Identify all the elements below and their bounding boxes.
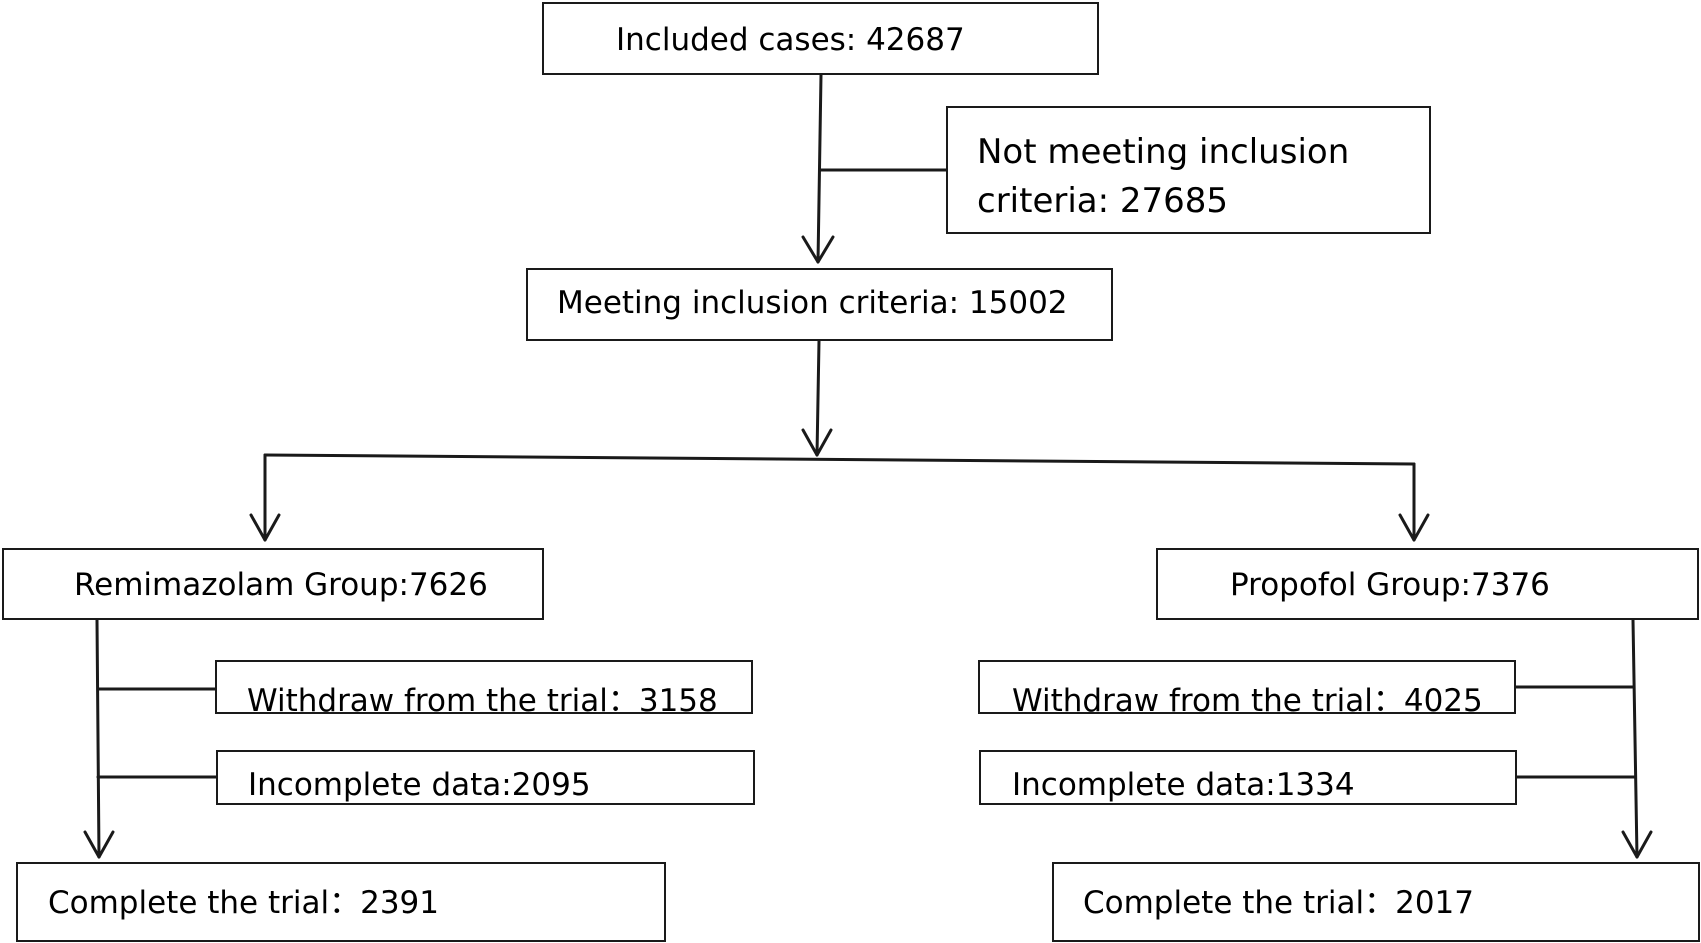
arrowhead-split [801,428,833,457]
connector-split-horizontal [263,453,1416,466]
connector-included-meeting [816,73,823,264]
not-meeting-label-line1: Not meeting inclusion [977,132,1350,172]
propofol-withdraw-label: Withdraw from the trial：4025 [1012,683,1483,714]
not-meeting-label-line2: criteria: 27685 [977,181,1229,222]
included-cases-label: Included cases: 42687 [616,22,965,58]
connector-meeting-split [815,339,821,457]
included-cases-box: Included cases: 42687 [542,2,1099,75]
arrowhead-propofol [1398,513,1430,542]
arrowhead-meeting [801,235,835,264]
propofol-incomplete-label: Incomplete data:1334 [1012,767,1355,803]
arrowhead-propofol-complete [1621,830,1653,859]
remimazolam-withdraw-box: Withdraw from the trial：3158 [215,660,753,714]
arrowhead-remimazolam-complete [83,830,115,859]
meeting-criteria-label: Meeting inclusion criteria: 15002 [557,285,1068,321]
remimazolam-complete-box: Complete the trial：2391 [16,862,666,942]
connector-remimazolam-complete [95,618,101,859]
propofol-group-box: Propofol Group:7376 [1156,548,1699,620]
remimazolam-incomplete-box: Incomplete data:2095 [216,750,755,805]
arrowhead-remimazolam [249,513,281,542]
not-meeting-criteria-box: Not meeting inclusion criteria: 27685 [946,106,1431,234]
propofol-complete-label: Complete the trial：2017 [1083,885,1474,921]
propofol-group-label: Propofol Group:7376 [1230,567,1550,603]
propofol-incomplete-box: Incomplete data:1334 [979,750,1517,805]
propofol-complete-box: Complete the trial：2017 [1052,862,1700,942]
meeting-criteria-box: Meeting inclusion criteria: 15002 [526,268,1113,341]
connector-propofol-complete [1631,618,1639,859]
remimazolam-complete-label: Complete the trial：2391 [48,885,439,921]
propofol-withdraw-box: Withdraw from the trial：4025 [978,660,1516,714]
remimazolam-group-box: Remimazolam Group:7626 [2,548,544,620]
remimazolam-incomplete-label: Incomplete data:2095 [248,767,591,803]
remimazolam-group-label: Remimazolam Group:7626 [74,567,488,603]
remimazolam-withdraw-label: Withdraw from the trial：3158 [247,683,718,714]
